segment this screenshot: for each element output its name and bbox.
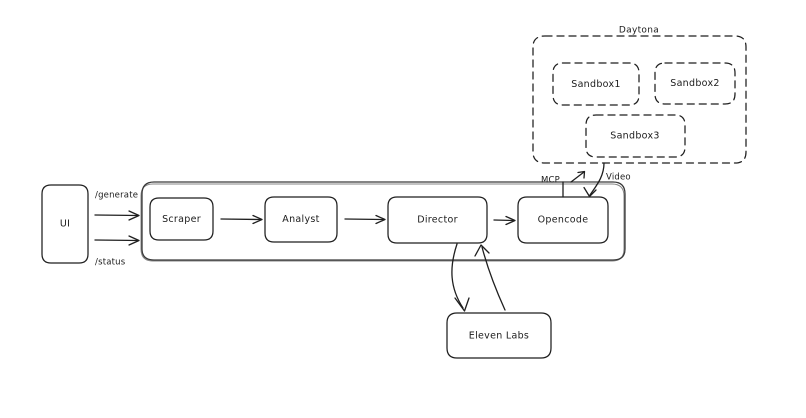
edge-director-opencode [493, 215, 516, 226]
ui-label: UI [60, 219, 70, 230]
edge-ui-status-line [94, 239, 139, 242]
director-label: Director [417, 215, 458, 226]
daytona-container [532, 35, 747, 164]
daytona-label: Daytona [619, 26, 659, 36]
edge-elevenlabs-director-line [481, 246, 506, 311]
analyst-box [264, 196, 338, 243]
sandbox-1-label: Sandbox1 [571, 79, 621, 90]
edge-elevenlabs-director-arrowhead [474, 244, 490, 257]
edge-daytona-opencode-video: Video [583, 162, 631, 198]
sandbox-3[interactable]: Sandbox3 [585, 114, 686, 158]
edge-ui-generate-arrowhead [128, 210, 140, 221]
edge-label-generate: /generate [95, 191, 138, 201]
edge-opencode-daytona-mcp: MCP [541, 170, 586, 198]
sandbox-1-box [552, 62, 640, 106]
node-opencode[interactable]: Opencode [517, 196, 609, 244]
edge-director-opencode-line [493, 219, 515, 222]
eleven-labs-label: Eleven Labs [469, 331, 529, 342]
opencode-label: Opencode [538, 215, 589, 226]
edge-scraper-analyst [220, 214, 263, 225]
edge-mcp-arrowhead [577, 170, 586, 179]
scraper-box [149, 197, 214, 241]
edge-analyst-director [344, 214, 386, 225]
edge-analyst-director-line [344, 218, 385, 221]
edge-eleven-labs-director [474, 244, 506, 311]
sandbox-3-label: Sandbox3 [610, 131, 660, 142]
sandbox-2-box [654, 62, 736, 105]
edge-label-video: Video [606, 173, 631, 183]
pipeline-container[interactable]: Scraper Analyst Director Opencode [140, 181, 626, 262]
node-director[interactable]: Director [387, 196, 488, 244]
edge-analyst-director-arrowhead [375, 214, 386, 225]
ui-node[interactable]: UI [41, 184, 89, 264]
eleven-labs-box [446, 312, 552, 359]
director-box [387, 196, 488, 244]
edge-scraper-analyst-line [220, 218, 262, 221]
edge-ui-status-arrowhead [128, 235, 140, 246]
daytona-group[interactable]: Daytona Sandbox1 Sandbox2 Sandbox3 [532, 26, 747, 164]
opencode-box [517, 196, 609, 244]
sandbox-3-box [585, 114, 686, 158]
node-scraper[interactable]: Scraper [149, 197, 214, 241]
sandbox-2[interactable]: Sandbox2 [654, 62, 736, 105]
node-eleven-labs[interactable]: Eleven Labs [446, 312, 552, 359]
edge-director-opencode-arrowhead [505, 215, 516, 226]
edge-ui-generate-line [94, 214, 139, 217]
edge-label-status: /status [95, 258, 126, 268]
edge-scraper-analyst-arrowhead [252, 214, 263, 225]
sandbox-1[interactable]: Sandbox1 [552, 62, 640, 106]
edge-ui-generate: /generate [94, 191, 140, 221]
edge-director-elevenlabs-arrowhead [454, 297, 470, 312]
pipeline-container-outline [141, 181, 626, 261]
node-analyst[interactable]: Analyst [264, 196, 338, 243]
edge-ui-status: /status [94, 235, 140, 268]
edge-director-eleven-labs [451, 243, 470, 312]
edge-video-arrowhead [583, 186, 597, 198]
edge-mcp-line [570, 171, 585, 183]
edge-director-elevenlabs-line [451, 243, 464, 309]
scraper-label: Scraper [162, 214, 201, 225]
sandbox-2-label: Sandbox2 [670, 78, 720, 89]
edge-label-mcp: MCP [541, 176, 560, 186]
edge-video-line [589, 162, 605, 196]
ui-box [41, 184, 89, 264]
analyst-label: Analyst [282, 214, 319, 225]
